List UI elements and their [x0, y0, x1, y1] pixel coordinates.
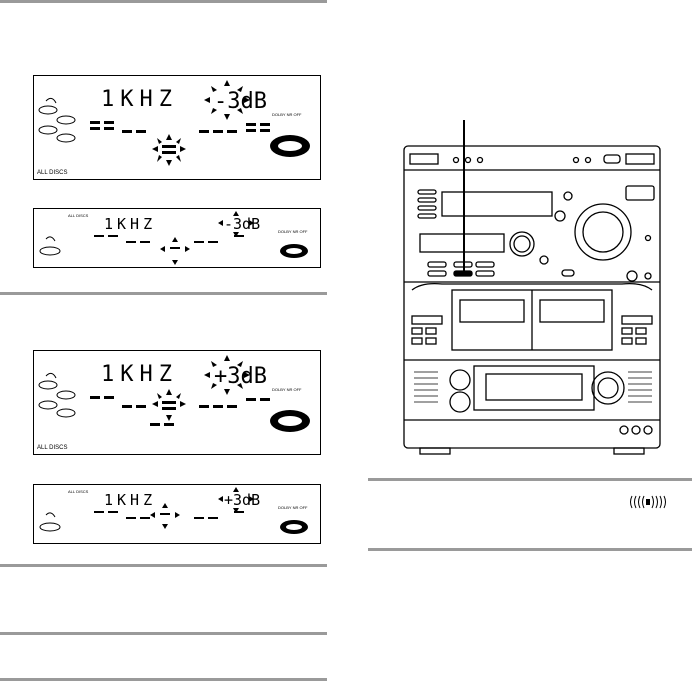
disc-mode-label: ALL DISCS	[37, 445, 67, 451]
display-graphic: 1KHZ +3dB DOLBY NR OFF ALL DISCS	[37, 355, 310, 451]
level-segments	[90, 396, 270, 426]
section-rule	[368, 478, 692, 481]
disc-tray-icons	[38, 97, 76, 143]
flash-burst-center	[160, 237, 190, 265]
level-readout: +3dB	[214, 364, 267, 389]
level-segments	[94, 235, 244, 249]
display-graphic: ALL DISCS 1KHZ -3dB DOLBY NR OFF	[39, 211, 308, 265]
display-panel-main-minus: 1KHZ -3dB DOLBY NR OFF ALL DISCS	[33, 75, 321, 180]
section-rule	[368, 548, 692, 551]
level-readout: -3dB	[214, 89, 267, 114]
callout-line	[463, 120, 465, 274]
disc-tray-icons	[39, 236, 61, 256]
flash-burst-level	[218, 211, 254, 237]
level-readout: -3dB	[224, 215, 260, 233]
section-rule	[0, 632, 327, 635]
display-graphic: 1KHZ -3dB DOLBY NR OFF ALL DISCS	[37, 80, 310, 176]
flash-burst-center	[152, 389, 186, 421]
flash-burst-level	[204, 80, 250, 120]
freq-readout: 1KHZ	[101, 362, 178, 387]
section-rule	[0, 0, 327, 3]
section-rule	[0, 564, 327, 567]
disc-tray-icons	[39, 512, 61, 532]
disc-tray-icons	[38, 372, 76, 418]
stereo-system-illustration	[398, 140, 666, 460]
disc-mode-label: ALL DISCS	[68, 489, 89, 494]
disc-mode-label: ALL DISCS	[37, 170, 67, 176]
level-segments	[94, 511, 244, 519]
surround-button	[454, 271, 472, 276]
surround-sound-icon	[628, 492, 668, 512]
stereo-system-icon	[403, 145, 661, 455]
freq-readout: 1KHZ	[101, 87, 178, 112]
display-panel-compact-plus: ALL DISCS 1KHZ +3dB DOLBY NR OFF	[33, 484, 321, 544]
display-panel-compact-minus: ALL DISCS 1KHZ -3dB DOLBY NR OFF	[33, 208, 321, 268]
level-segments	[90, 121, 270, 154]
display-graphic: ALL DISCS 1KHZ +3dB DOLBY NR OFF	[39, 487, 308, 534]
flash-burst-center	[150, 503, 180, 529]
dolby-status: DOLBY NR OFF	[278, 229, 308, 234]
dolby-status: DOLBY NR OFF	[278, 505, 308, 510]
section-rule	[0, 678, 327, 681]
display-panel-main-plus: 1KHZ +3dB DOLBY NR OFF ALL DISCS	[33, 350, 321, 455]
flash-burst-level	[204, 355, 250, 395]
dolby-status: DOLBY NR OFF	[272, 387, 302, 392]
freq-readout: 1KHZ	[104, 215, 156, 233]
dolby-status: DOLBY NR OFF	[272, 112, 302, 117]
level-readout: +3dB	[224, 491, 260, 509]
freq-readout: 1KHZ	[104, 491, 156, 509]
disc-mode-label: ALL DISCS	[68, 213, 89, 218]
flash-burst-center	[152, 134, 186, 166]
section-rule	[0, 292, 327, 295]
flash-burst-level	[218, 487, 254, 513]
